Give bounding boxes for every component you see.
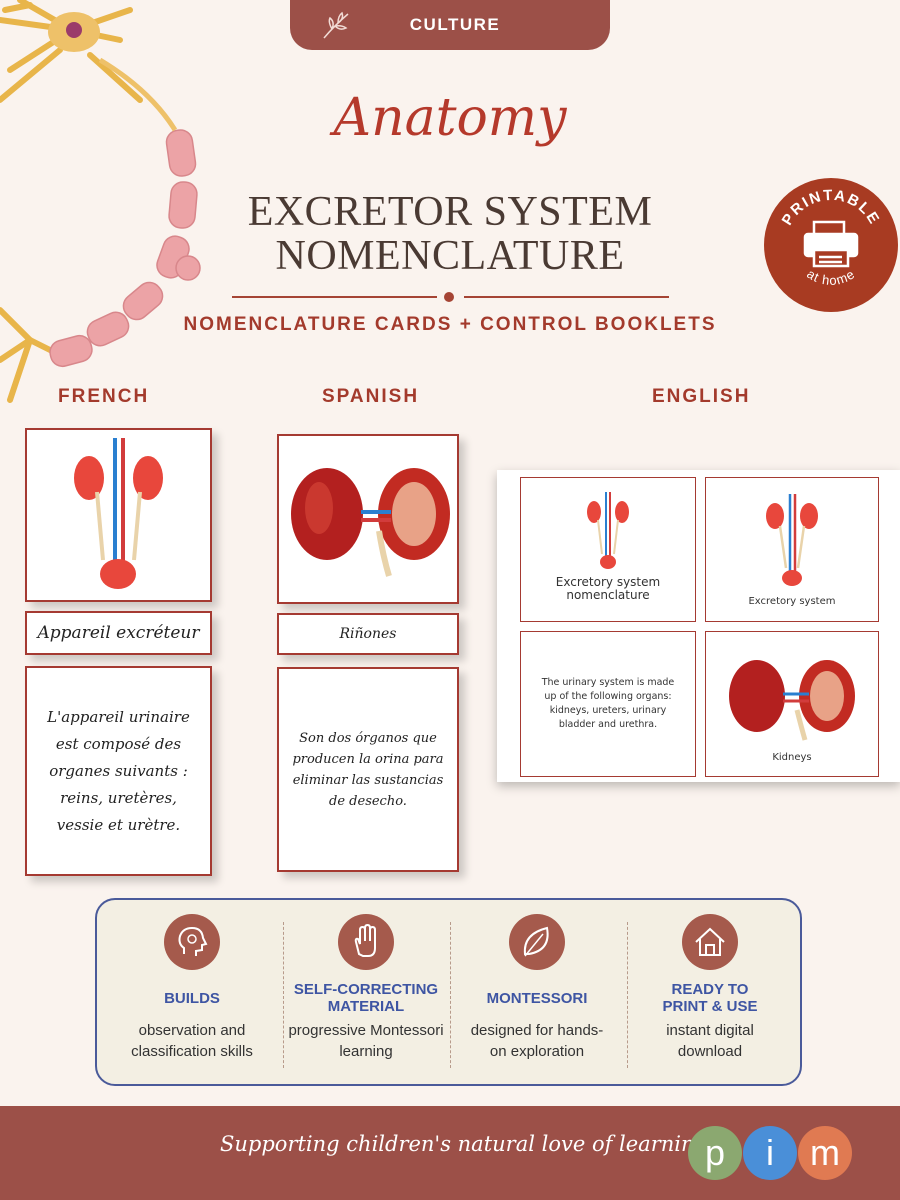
french-picture-card (25, 428, 212, 602)
feature-self-correcting: SELF-CORRECTING MATERIAL progressive Mon… (281, 900, 451, 1088)
page-title: EXCRETOR SYSTEM NOMENCLATURE (247, 189, 653, 279)
french-label-card: Appareil excréteur (25, 611, 212, 655)
feature-title: BUILDS (164, 989, 220, 1007)
kidneys-small-illustration (729, 660, 855, 741)
feature-montessori: MONTESSORI designed for hands-on explora… (452, 900, 622, 1088)
printable-badge: PRINTABLE at home (764, 178, 898, 312)
script-title: Anatomy (333, 88, 567, 148)
spanish-picture-card (277, 434, 459, 604)
badge-bottom-text: at home (804, 266, 857, 288)
feature-ready-to-print: READY TO PRINT & USE instant digital dow… (625, 900, 795, 1088)
english-title-text: Excretory system nomenclature (555, 575, 661, 602)
neuron-illustration (0, 0, 201, 403)
features-box: BUILDS observation and classification sk… (95, 898, 802, 1086)
english-title-card: Excretory system nomenclature (520, 477, 696, 622)
english-description-card: The urinary system is made up of the fol… (520, 631, 696, 777)
english-kidneys-card: Kidneys (705, 631, 879, 777)
kidneys-illustration (291, 468, 450, 577)
footer-tagline: Supporting children's natural love of le… (220, 1132, 708, 1156)
logo-letter-p: p (688, 1126, 742, 1180)
french-description-card: L'appareil urinaire est composé des orga… (25, 666, 212, 876)
category-label: CULTURE (409, 15, 501, 34)
feature-builds: BUILDS observation and classification sk… (107, 900, 277, 1088)
printer-icon (803, 220, 859, 268)
logo-letter-m: m (798, 1126, 852, 1180)
language-spanish: SPANISH (322, 386, 420, 407)
language-french: FRENCH (58, 386, 150, 407)
feature-desc: progressive Montessori learning (288, 1022, 444, 1060)
spanish-description-card: Son dos órganos que producen la orina pa… (277, 667, 459, 872)
house-icon (682, 914, 738, 970)
feature-title: MONTESSORI (486, 989, 588, 1007)
logo-letter-i: i (743, 1126, 797, 1180)
english-card-sheet: Excretory system nomenclature Excretory … (497, 470, 900, 782)
urinary-system-illustration-2 (766, 494, 818, 586)
hand-icon (338, 914, 394, 970)
feature-desc: observation and classification skills (131, 1022, 253, 1060)
feature-desc: designed for hands-on exploration (470, 1022, 604, 1060)
spanish-label-card: Riñones (277, 613, 459, 655)
leaf-icon (509, 914, 565, 970)
feature-desc: instant digital download (666, 1022, 754, 1060)
footer: Supporting children's natural love of le… (0, 1106, 900, 1200)
svg-text:at home: at home (804, 266, 858, 288)
urinary-system-small-illustration (587, 492, 629, 569)
sprig-icon (323, 11, 349, 39)
urinary-system-illustration (74, 438, 163, 589)
feature-title: SELF-CORRECTING MATERIAL (293, 981, 439, 1015)
title-divider (232, 292, 669, 302)
head-icon (164, 914, 220, 970)
english-picture-label: Excretory system (748, 596, 836, 607)
feature-title: READY TO PRINT & USE (662, 981, 758, 1015)
category-tab: CULTURE (290, 0, 610, 50)
english-picture-card: Excretory system (705, 477, 879, 622)
language-english: ENGLISH (652, 386, 751, 407)
subtitle: NOMENCLATURE CARDS + CONTROL BOOKLETS (183, 314, 717, 335)
english-kidneys-label: Kidneys (772, 752, 812, 763)
